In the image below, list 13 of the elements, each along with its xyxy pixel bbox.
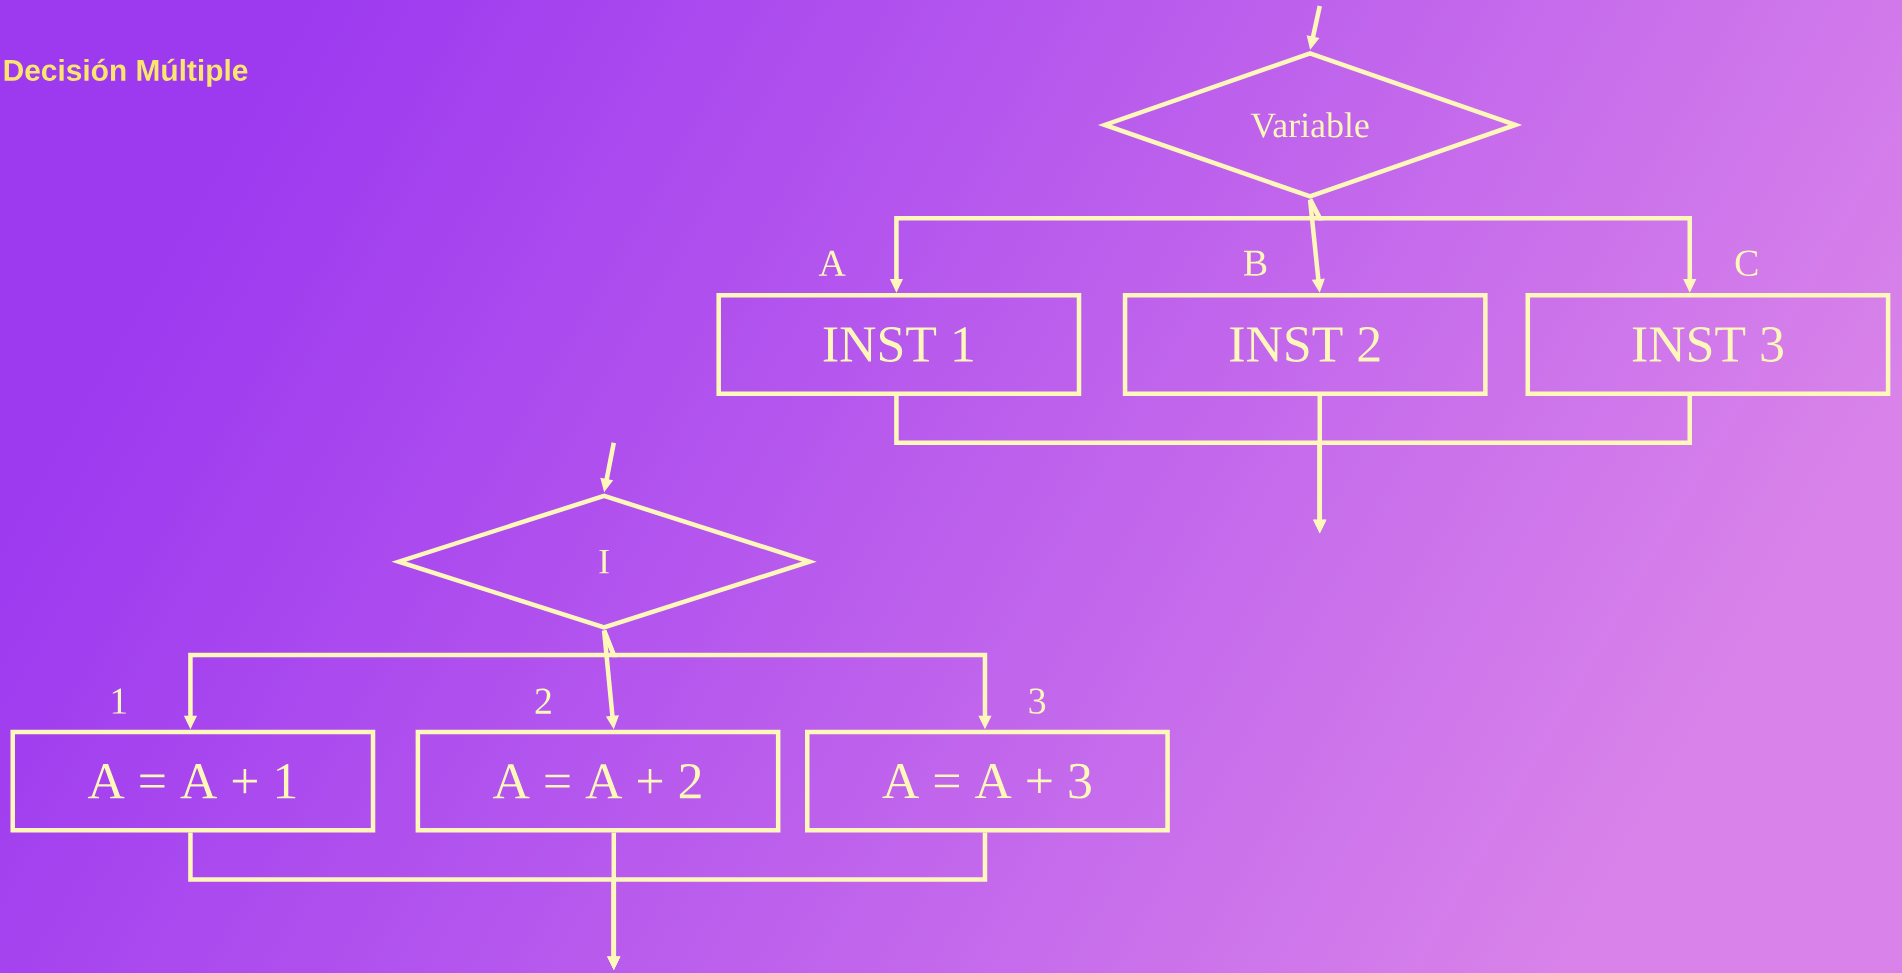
process-box: INST 3: [1525, 293, 1891, 396]
edge-label: 1: [112, 688, 127, 714]
edge-label: B: [1243, 250, 1267, 276]
slide-title: Decisión Múltiple: [4, 58, 248, 87]
process-box: INST 1: [716, 293, 1082, 396]
process-box: A = A + 2: [415, 729, 781, 833]
edge-label: A: [818, 250, 846, 276]
edge-label: 3: [1029, 688, 1046, 714]
process-box: INST 2: [1122, 293, 1488, 396]
process-box: A = A + 3: [805, 729, 1170, 833]
process-box: A = A + 1: [10, 729, 376, 833]
edge-label: C: [1735, 250, 1758, 276]
edge-label: 2: [535, 688, 551, 714]
